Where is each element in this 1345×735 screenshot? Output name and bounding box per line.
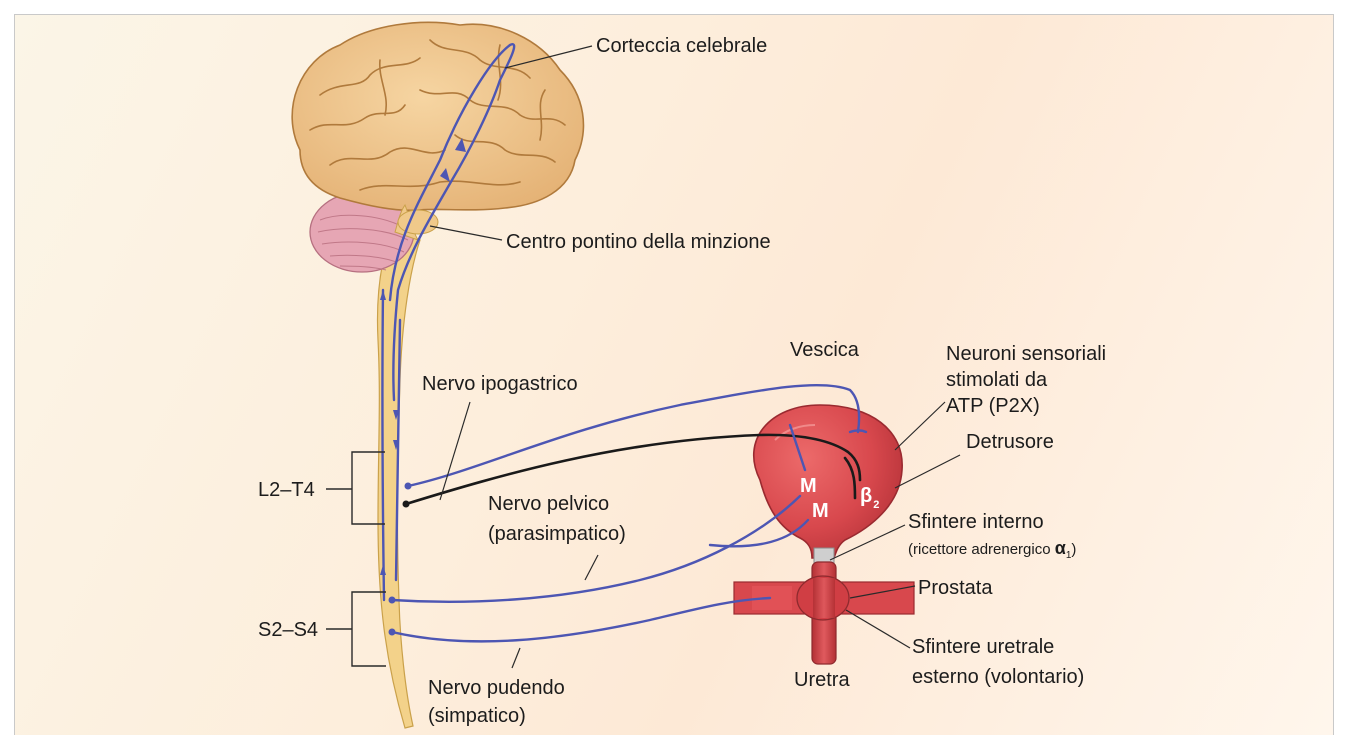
label-detrusor: Detrusore — [966, 431, 1054, 453]
label-pudendal-2: (simpatico) — [428, 705, 526, 727]
brain — [292, 22, 583, 210]
label-sensory-3: ATP (P2X) — [946, 395, 1040, 417]
label-urethra: Uretra — [794, 669, 850, 691]
pudendal-nerve — [392, 598, 770, 641]
receptor-m1: M — [800, 475, 817, 497]
label-internal-sphincter: Sfintere interno — [908, 511, 1044, 533]
bladder — [754, 405, 902, 558]
origin-dot-pudendal — [389, 629, 396, 636]
origin-dot-pelvic — [403, 501, 410, 508]
label-hypogastric: Nervo ipogastrico — [422, 373, 578, 395]
label-level-l2t4: L2–T4 — [258, 479, 315, 501]
label-external-1: Sfintere uretrale — [912, 636, 1054, 658]
receptor-m2: M — [812, 500, 829, 522]
label-external-2: esterno (volontario) — [912, 666, 1084, 688]
label-pontine: Centro pontino della minzione — [506, 231, 771, 253]
origin-dot-pelvic-s — [389, 597, 396, 604]
label-prostate: Prostata — [918, 577, 993, 599]
label-pelvic-2: (parasimpatico) — [488, 523, 626, 545]
label-pudendal-1: Nervo pudendo — [428, 677, 565, 699]
origin-dot-hypogastric — [405, 483, 412, 490]
label-cortex: Corteccia celebrale — [596, 35, 767, 57]
label-sensory-1: Neuroni sensoriali — [946, 343, 1106, 365]
label-sensory-2: stimolati da — [946, 369, 1048, 391]
label-pelvic-1: Nervo pelvico — [488, 493, 609, 515]
label-bladder: Vescica — [790, 339, 860, 361]
label-adrenergic: (ricettore adrenergico α1) — [908, 538, 1076, 561]
label-level-s2s4: S2–S4 — [258, 619, 318, 641]
